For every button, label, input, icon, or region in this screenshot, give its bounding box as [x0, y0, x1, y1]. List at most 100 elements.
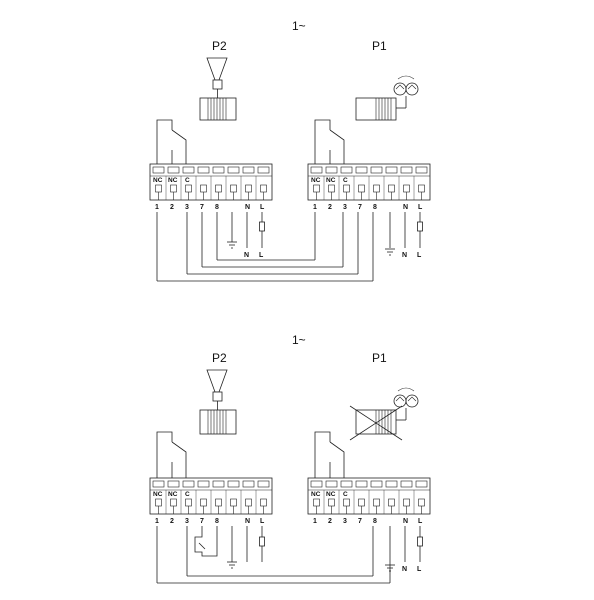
bottom-right-nc-label-1: NC — [311, 491, 321, 498]
bottom-left-c-label: C — [185, 491, 190, 498]
bottom-right-terminal-block — [307, 477, 431, 515]
bottom-left-terminal-screw-7 — [245, 498, 252, 507]
top-right-terminal-slot-4 — [355, 166, 368, 174]
top-left-supply-n: N — [244, 252, 249, 259]
bottom-left-terminal-slot-6 — [227, 480, 240, 488]
bottom-left-terminal-screw-1 — [155, 498, 162, 507]
top-right-term-3: 3 — [343, 204, 347, 211]
bottom-left-terminal-block — [149, 477, 273, 515]
top-right-term-n: N — [403, 204, 408, 211]
bottom-p1-pump-icon — [393, 387, 419, 421]
bottom-right-c-label: C — [343, 491, 348, 498]
bottom-wiring — [156, 526, 421, 584]
top-pump-label-p2: P2 — [212, 39, 227, 53]
bottom-right-terminal-slot-1 — [310, 480, 323, 488]
bottom-left-terminal-screw-5 — [215, 498, 222, 507]
bottom-pump-label-p2: P2 — [212, 351, 227, 365]
top-left-terminal-slot-1 — [152, 166, 165, 174]
top-left-terminal-labels: NC NC C 1 2 3 7 8 N L — [153, 177, 265, 211]
bottom-right-terminal-slot-7 — [400, 480, 413, 488]
top-left-terminal-slot-4 — [197, 166, 210, 174]
top-left-term-2: 2 — [170, 204, 174, 211]
bottom-diagram: 1~ P2 P1 — [149, 333, 431, 584]
top-right-terminal-screw-2 — [328, 184, 335, 193]
top-right-terminal-labels: NC NC C 1 2 3 7 8 N L — [311, 177, 423, 211]
bottom-right-terminal-screw-8 — [418, 498, 425, 507]
top-right-term-l: L — [418, 204, 423, 211]
bottom-left-term-l: L — [260, 518, 265, 525]
bottom-right-term-1: 1 — [313, 518, 317, 525]
top-right-fuse-icon — [417, 221, 423, 232]
bottom-left-terminal-slot-3 — [182, 480, 195, 488]
bottom-right-terminal-screw-3 — [343, 498, 350, 507]
bottom-right-supply-l: L — [417, 566, 422, 573]
top-right-terminal-screw-3 — [343, 184, 350, 193]
top-left-term-3: 3 — [185, 204, 189, 211]
bottom-left-terminal-slot-1 — [152, 480, 165, 488]
top-right-term-1: 1 — [313, 204, 317, 211]
bottom-right-terminal-screw-1 — [313, 498, 320, 507]
bottom-right-terminal-slot-5 — [370, 480, 383, 488]
top-left-supply-l: L — [259, 252, 264, 259]
bottom-left-terminal-screw-4 — [200, 498, 207, 507]
top-phase-label: 1~ — [292, 19, 306, 33]
top-right-terminal-slot-6 — [385, 166, 398, 174]
bottom-right-terminal-slot-8 — [415, 480, 428, 488]
bottom-right-terminal-screw-5 — [373, 498, 380, 507]
top-left-ground-icon — [227, 241, 237, 249]
bottom-left-nc-label-2: NC — [168, 491, 178, 498]
bottom-right-term-n: N — [403, 518, 408, 525]
top-left-terminal-slot-3 — [182, 166, 195, 174]
top-left-term-n: N — [245, 204, 250, 211]
bottom-right-ground-icon — [385, 564, 395, 572]
top-right-supply-l: L — [417, 252, 422, 259]
top-left-terminal-screw-8 — [260, 184, 267, 193]
bottom-left-term-1: 1 — [155, 518, 159, 525]
bottom-left-terminal-labels: NC NC C 1 2 3 7 8 N L — [153, 491, 265, 525]
bottom-phase-label: 1~ — [292, 333, 306, 347]
top-left-terminal-slot-2 — [167, 166, 180, 174]
bottom-right-terminal-screw-2 — [328, 498, 335, 507]
bottom-right-terminal-screw-4 — [358, 498, 365, 507]
top-left-term-l: L — [260, 204, 265, 211]
top-left-terminal-screw-3 — [185, 184, 192, 193]
top-left-terminal-block — [149, 163, 273, 201]
bottom-p2-coil-icon — [199, 409, 237, 435]
top-p2-horn-icon — [206, 57, 228, 98]
top-diagram: 1~ P2 P1 — [149, 19, 431, 282]
bottom-left-term-8: 8 — [215, 518, 219, 525]
bottom-right-terminal-slot-2 — [325, 480, 338, 488]
bottom-left-terminal-screw-2 — [170, 498, 177, 507]
top-right-terminal-slot-1 — [310, 166, 323, 174]
bottom-right-nc-label-2: NC — [326, 491, 336, 498]
top-p1-pump-icon — [393, 75, 419, 109]
bottom-left-terminal-screw-8 — [260, 498, 267, 507]
top-right-terminal-screw-4 — [358, 184, 365, 193]
top-right-terminal-slot-5 — [370, 166, 383, 174]
top-left-fuse-icon — [259, 221, 265, 232]
top-left-terminal-screw-4 — [200, 184, 207, 193]
bottom-right-supply-n: N — [402, 566, 407, 573]
top-right-term-2: 2 — [328, 204, 332, 211]
bottom-left-term-2: 2 — [170, 518, 174, 525]
top-right-terminal-screw-8 — [418, 184, 425, 193]
bottom-left-term-n: N — [245, 518, 250, 525]
top-right-terminal-slot-8 — [415, 166, 428, 174]
bottom-left-terminal-slot-4 — [197, 480, 210, 488]
bottom-left-terminal-screw-3 — [185, 498, 192, 507]
top-left-terminal-slot-7 — [242, 166, 255, 174]
top-left-terminal-screw-7 — [245, 184, 252, 193]
top-left-relay-contact — [156, 119, 187, 164]
top-left-nc-label-1: NC — [153, 177, 163, 184]
bottom-switch-7-8-icon — [194, 526, 218, 557]
top-left-term-1: 1 — [155, 204, 159, 211]
top-p2-coil-icon — [199, 97, 237, 121]
top-right-terminal-screw-5 — [373, 184, 380, 193]
top-right-c-label: C — [343, 177, 348, 184]
top-left-terminal-screw-2 — [170, 184, 177, 193]
bottom-left-terminal-slot-5 — [212, 480, 225, 488]
bottom-left-term-3: 3 — [185, 518, 189, 525]
bottom-left-terminal-slot-8 — [257, 480, 270, 488]
bottom-right-terminal-labels: NC NC C 1 2 3 7 8 N L — [311, 491, 423, 525]
